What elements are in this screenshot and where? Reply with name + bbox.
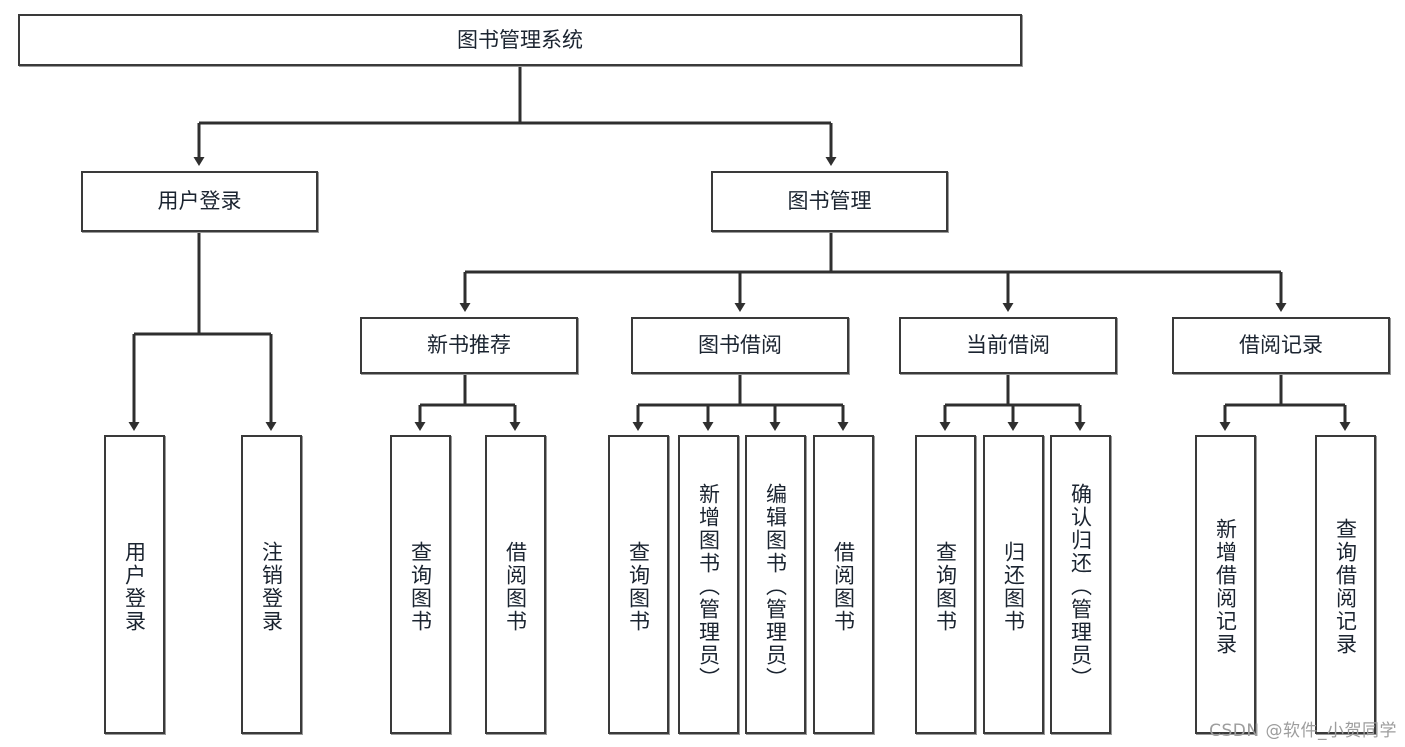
- leaf-current-confirm-return[interactable]: 确认归还（管理员）: [1050, 435, 1111, 734]
- leaf-borrow-borrow-book[interactable]: 借阅图书: [813, 435, 874, 734]
- node-label: 新书推荐: [427, 333, 511, 358]
- node-label: 注销登录: [259, 540, 284, 633]
- leaf-current-query-book[interactable]: 查询图书: [915, 435, 976, 734]
- node-label: 新增图书（管理员）: [696, 483, 721, 690]
- leaf-user-login-signout[interactable]: 注销登录: [241, 435, 302, 734]
- node-label: 查询图书: [408, 540, 433, 633]
- node-label: 归还图书: [1001, 540, 1026, 633]
- leaf-borrow-add-book[interactable]: 新增图书（管理员）: [678, 435, 739, 734]
- node-label: 查询图书: [933, 540, 958, 633]
- watermark-text: CSDN @软件_小贺同学: [1209, 721, 1397, 741]
- node-book-borrow[interactable]: 图书借阅: [631, 317, 849, 374]
- leaf-recommend-query-book[interactable]: 查询图书: [390, 435, 451, 734]
- leaf-records-add-record[interactable]: 新增借阅记录: [1195, 435, 1256, 734]
- node-label: 新增借阅记录: [1213, 517, 1238, 656]
- node-label: 图书管理系统: [457, 27, 583, 52]
- node-label: 确认归还（管理员）: [1068, 483, 1093, 690]
- node-label: 用户登录: [157, 189, 242, 214]
- leaf-records-query-record[interactable]: 查询借阅记录: [1315, 435, 1376, 734]
- node-label: 查询借阅记录: [1333, 517, 1358, 656]
- node-label: 编辑图书（管理员）: [763, 483, 788, 690]
- node-label: 借阅记录: [1239, 333, 1323, 358]
- leaf-borrow-query-book[interactable]: 查询图书: [608, 435, 669, 734]
- leaf-user-login-signin[interactable]: 用户登录: [104, 435, 165, 734]
- node-user-login[interactable]: 用户登录: [81, 171, 318, 232]
- node-label: 用户登录: [122, 540, 147, 633]
- node-label: 图书管理: [787, 189, 872, 214]
- node-new-book-recommend[interactable]: 新书推荐: [360, 317, 578, 374]
- node-label: 借阅图书: [831, 540, 856, 633]
- node-book-management[interactable]: 图书管理: [711, 171, 948, 232]
- node-root-system[interactable]: 图书管理系统: [18, 14, 1022, 66]
- node-label: 图书借阅: [698, 333, 782, 358]
- node-current-borrow[interactable]: 当前借阅: [899, 317, 1117, 374]
- node-label: 借阅图书: [503, 540, 528, 633]
- node-label: 查询图书: [626, 540, 651, 633]
- node-borrow-records[interactable]: 借阅记录: [1172, 317, 1390, 374]
- leaf-recommend-borrow-book[interactable]: 借阅图书: [485, 435, 546, 734]
- leaf-current-return-book[interactable]: 归还图书: [983, 435, 1044, 734]
- leaf-borrow-edit-book[interactable]: 编辑图书（管理员）: [745, 435, 806, 734]
- node-label: 当前借阅: [966, 333, 1050, 358]
